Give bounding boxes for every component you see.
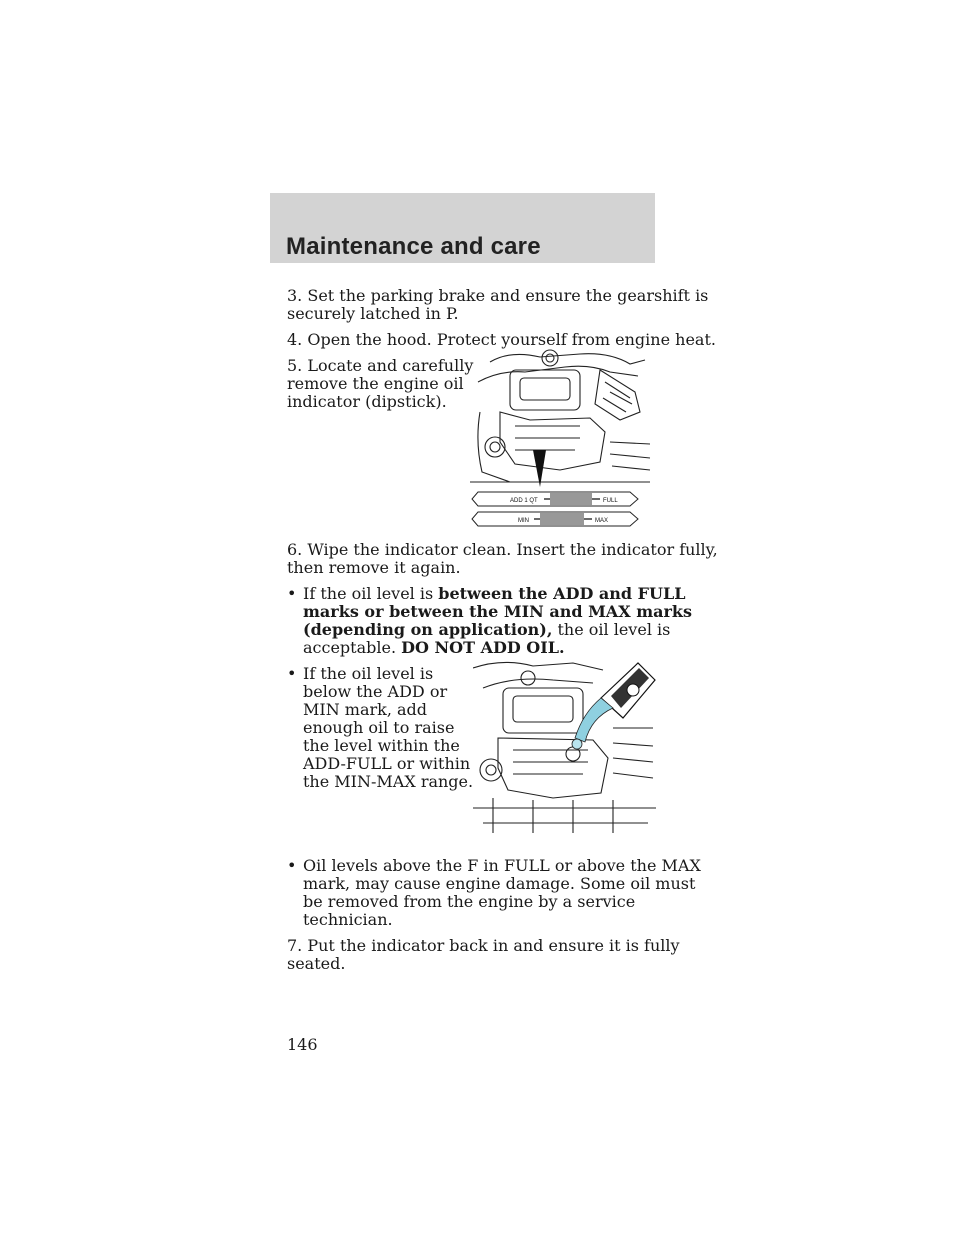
- add-1qt-label: ADD 1 QT: [510, 498, 538, 504]
- min-label: MIN: [518, 518, 529, 524]
- bullet-2-line-1: If the oil level is: [303, 664, 434, 683]
- bullet-3-line-3: be removed from the engine by a service: [303, 892, 636, 911]
- bullet-2-line-7: the MIN-MAX range.: [303, 772, 474, 791]
- section-title: Maintenance and care: [286, 233, 541, 260]
- bullet-1-marker: •: [287, 584, 297, 603]
- bullet-2-marker: •: [287, 664, 297, 683]
- add-oil-illustration: [473, 661, 656, 833]
- bullet-3-line-2: mark, may cause engine damage. Some oil …: [303, 874, 696, 893]
- step-5-line-3: indicator (dipstick).: [287, 392, 447, 411]
- max-label: MAX: [595, 518, 608, 524]
- section-header-band: Maintenance and care: [270, 193, 655, 263]
- bullet-3-line-1: Oil levels above the F in FULL or above …: [303, 856, 701, 875]
- bullet-2-line-3: MIN mark, add: [303, 700, 428, 719]
- step-3-line-2: securely latched in P.: [287, 304, 459, 323]
- bullet-1-line-1: If the oil level is between the ADD and …: [303, 584, 686, 603]
- bullet-1-line-2: marks or between the MIN and MAX marks: [303, 602, 693, 621]
- page-number: 146: [287, 1035, 318, 1054]
- bullet-2-line-2: below the ADD or: [303, 682, 448, 701]
- bullet-2-line-4: enough oil to raise: [303, 718, 455, 737]
- bullet-1-line-3: (depending on application), the oil leve…: [303, 620, 671, 639]
- bullet-2-line-6: ADD-FULL or within: [303, 754, 471, 773]
- step-7-line-2: seated.: [287, 954, 346, 973]
- step-4: 4. Open the hood. Protect yourself from …: [287, 330, 716, 349]
- engine-dipstick-illustration: ADD 1 QT FULL MIN MAX: [470, 349, 651, 527]
- full-label: FULL: [603, 498, 618, 504]
- bullet-1-line-4: acceptable. DO NOT ADD OIL.: [303, 638, 565, 657]
- step-6-line-2: then remove it again.: [287, 558, 461, 577]
- bullet-3-marker: •: [287, 856, 297, 875]
- bullet-2-line-5: the level within the: [303, 736, 460, 755]
- step-6-line-1: 6. Wipe the indicator clean. Insert the …: [287, 540, 718, 559]
- step-5-line-2: remove the engine oil: [287, 374, 464, 393]
- step-5-line-1: 5. Locate and carefully: [287, 356, 474, 375]
- bullet-3-line-4: technician.: [303, 910, 393, 929]
- step-3-line-1: 3. Set the parking brake and ensure the …: [287, 286, 709, 305]
- step-7-line-1: 7. Put the indicator back in and ensure …: [287, 936, 680, 955]
